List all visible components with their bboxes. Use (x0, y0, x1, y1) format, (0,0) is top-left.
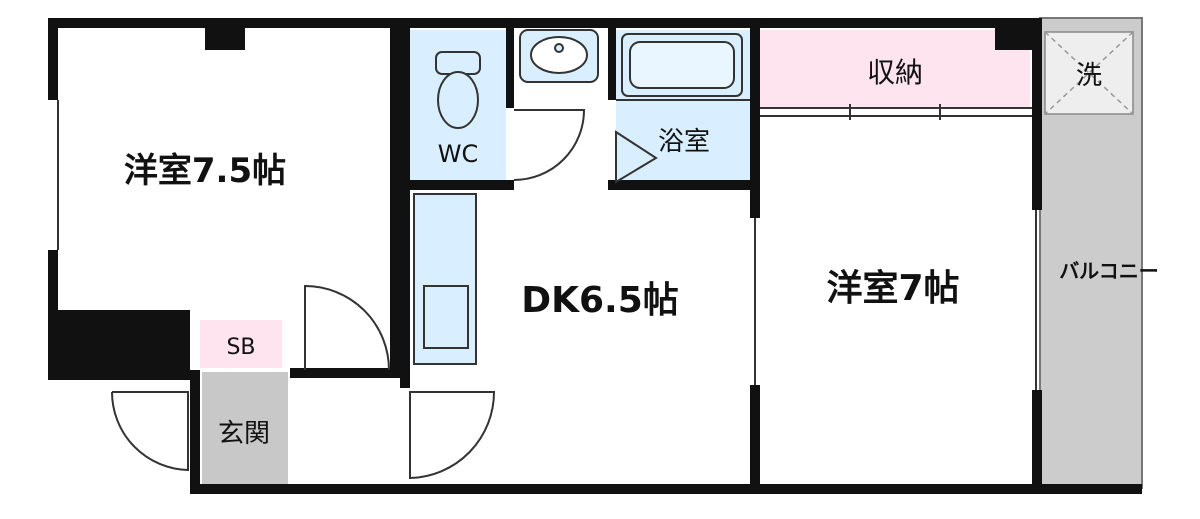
dk-door (409, 391, 496, 480)
washroom-door (513, 109, 586, 181)
kitchen-counter (413, 193, 477, 365)
bathroom-label: 浴室 (658, 127, 710, 157)
bath-door (615, 130, 658, 184)
toilet-label: WC (438, 140, 479, 168)
bathtub (616, 33, 750, 101)
washer-label: 洗 (1076, 61, 1102, 91)
doors[interactable] (57, 100, 1037, 480)
entrance-floor (202, 372, 288, 484)
storage-area (760, 30, 1030, 108)
storage-label: 収納 (867, 56, 923, 89)
shoe-box-area (200, 320, 282, 368)
storage-doors[interactable] (760, 104, 1032, 120)
balcony (1039, 17, 1143, 489)
western-room-left-label: 洋室7.5帖 (124, 151, 286, 191)
walls (48, 18, 1142, 494)
washbasin (519, 29, 599, 83)
entrance-label: 玄関 (218, 419, 270, 449)
washer-space (1044, 31, 1134, 115)
entrance-door (111, 391, 189, 472)
dining-kitchen-label: DK6.5帖 (521, 280, 679, 321)
balcony-label: バルコニー (1059, 259, 1159, 283)
toilet-fixture (435, 51, 481, 129)
left-room-door (304, 284, 390, 371)
western-room-right-label: 洋室7帖 (826, 268, 959, 309)
shoe-box-label: SB (226, 335, 255, 360)
